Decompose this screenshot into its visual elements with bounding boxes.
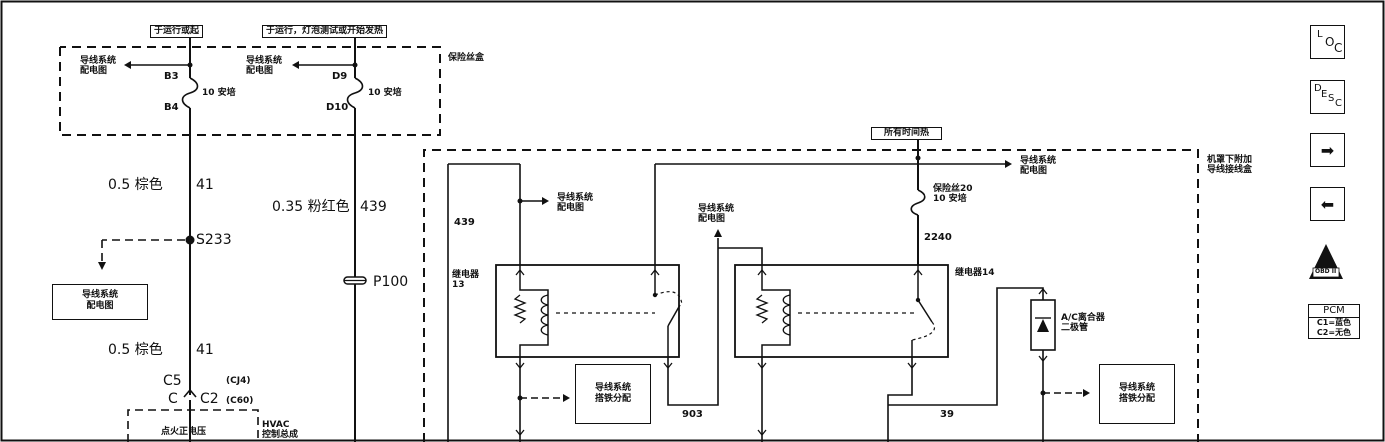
conn-c5: C5 <box>163 373 182 389</box>
conn-c: C <box>168 391 178 407</box>
left-wire2-circuit: 41 <box>196 342 214 358</box>
mid-fuse <box>346 77 364 109</box>
desc-e: E <box>1321 89 1328 100</box>
pin-b4: B4 <box>164 102 179 113</box>
header-always-hot: 所有时间热 <box>871 127 943 140</box>
wire-39-right <box>888 287 1044 406</box>
hot-bus-arrow <box>1005 160 1012 168</box>
ref-a-arrow <box>542 197 549 205</box>
desc-button[interactable]: D E S C <box>1310 80 1345 114</box>
ground-box-left: 导线系统 搭铁分配 <box>575 364 651 424</box>
ac-diode-label: A/C离合器 二极管 <box>1061 313 1105 333</box>
pin-d10: D10 <box>326 102 349 113</box>
header-run-bulb-crank: 于运行，灯泡测试或开始发热 <box>262 25 388 38</box>
pin-b3: B3 <box>164 71 179 82</box>
splice-branch-arrow <box>98 262 106 270</box>
loc-l: L <box>1317 29 1323 40</box>
loc-button[interactable]: L O C <box>1310 25 1345 59</box>
conn-cj4: (CJ4) <box>226 376 251 386</box>
fuse-right-rating: 10 安培 <box>368 88 402 98</box>
desc-c: C <box>1335 98 1342 109</box>
left-wire2-spec: 0.5 棕色 <box>108 342 163 358</box>
fuse20-label: 保险丝20 10 安培 <box>933 184 973 204</box>
relay14-no-curve <box>911 321 936 341</box>
fuse-left-ref: 导线系统 配电图 <box>80 56 117 76</box>
ref-c-label: 导线系统 配电图 <box>1020 156 1057 176</box>
splice-s233-label: S233 <box>196 232 232 248</box>
relay13-sw-blade <box>667 304 681 327</box>
relay13-coil <box>540 294 549 336</box>
conn-c2: C2 <box>200 391 219 407</box>
arrow-right-icon: ➡ <box>1320 140 1335 160</box>
conn-c60: (C60) <box>226 396 254 406</box>
relay14-sw-blade <box>917 299 933 323</box>
left-wire1-circuit: 41 <box>196 177 214 193</box>
relay13-label: 继电器 13 <box>452 270 480 290</box>
fuse20-symbol <box>910 189 926 216</box>
fuse-block-label: 保险丝盒 <box>448 53 485 63</box>
gnd-right-arrow <box>1083 389 1090 397</box>
relay14-box <box>734 264 949 358</box>
loc-o: O <box>1325 35 1335 49</box>
relay13-box <box>495 264 680 358</box>
splice-s233-dot <box>185 235 195 245</box>
prev-button[interactable]: ⬅ <box>1310 187 1345 221</box>
relay13-coil-line <box>519 280 549 357</box>
relay14-coil-line <box>761 265 791 357</box>
pcm-title: PCM <box>1309 305 1359 318</box>
hvac-label: HVAC 控制总成 <box>262 420 299 440</box>
terminal-arrows <box>515 268 1048 437</box>
relay14-label: 继电器14 <box>955 268 995 278</box>
pcm-c1: C1=蓝色 <box>1316 318 1352 327</box>
underhood-label: 机罩下附加 导线接线盒 <box>1207 155 1253 175</box>
obd-icon[interactable]: OBD II <box>1315 268 1337 275</box>
relay14-resistor <box>755 294 769 324</box>
pin-d9: D9 <box>332 71 348 82</box>
ign-box-label: 点火正电压 <box>161 427 207 437</box>
pcm-c2: C2=无色 <box>1316 328 1352 337</box>
hvac-outline <box>127 409 259 442</box>
left-ref-arrow-head <box>124 61 131 69</box>
obd-plate <box>1312 267 1340 278</box>
p100-label: P100 <box>373 274 409 290</box>
circuit-39: 39 <box>940 409 954 420</box>
fuse-right-ref: 导线系统 配电图 <box>246 56 283 76</box>
mid-wire-spec: 0.35 粉红色 <box>272 199 350 215</box>
underhood-outline <box>423 149 1199 442</box>
desc-s: S <box>1328 93 1335 104</box>
desc-d: D <box>1314 83 1322 94</box>
ref-b-arrow <box>714 229 722 237</box>
left-ref-box: 导线系统 配电图 <box>52 284 148 320</box>
mid-ref-arrow-head <box>292 61 299 69</box>
circuit-2240: 2240 <box>924 232 952 243</box>
circuit-903: 903 <box>682 409 703 420</box>
fuse-block-outline <box>59 46 441 136</box>
relay14-coil <box>782 294 791 336</box>
left-wire1-spec: 0.5 棕色 <box>108 177 163 193</box>
ac-diode-tri <box>1037 319 1049 332</box>
loc-c: C <box>1334 41 1343 55</box>
gnd-left-arrow <box>563 394 570 402</box>
circuit-439: 439 <box>454 217 475 228</box>
left-fuse <box>181 77 199 109</box>
connector-c-symbol <box>183 388 197 398</box>
pcm-legend: PCM C1=蓝色 C2=无色 <box>1308 304 1360 339</box>
wire-39 <box>887 357 913 442</box>
wire-903-branch <box>718 247 763 265</box>
next-button[interactable]: ➡ <box>1310 133 1345 167</box>
relay13-resistor <box>513 294 527 324</box>
relay13-nc-curve <box>654 291 683 306</box>
fuse-left-rating: 10 安培 <box>202 88 236 98</box>
header-run-crank: 于运行或起 <box>150 25 204 38</box>
ground-box-right: 导线系统 搭铁分配 <box>1099 364 1175 424</box>
ref-a-label: 导线系统 配电图 <box>557 193 594 213</box>
ref-b-label: 导线系统 配电图 <box>698 204 735 224</box>
wire-903 <box>667 238 719 406</box>
mid-wire-circuit: 439 <box>360 199 387 215</box>
arrow-left-icon: ⬅ <box>1320 194 1335 214</box>
